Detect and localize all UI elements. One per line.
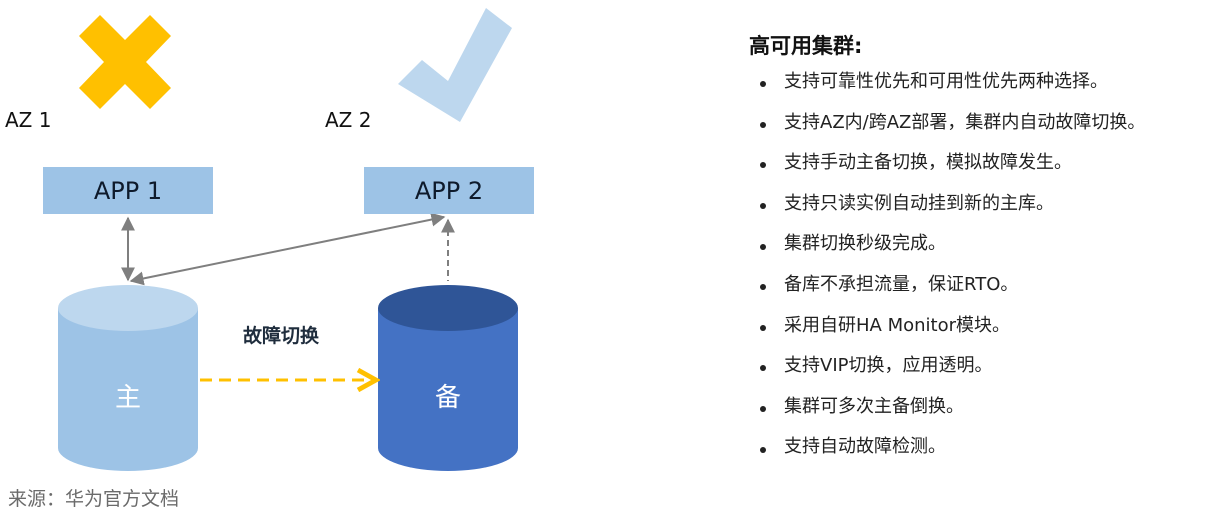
list-item: 支持手动主备切换，模拟故障发生。 (760, 143, 1145, 184)
bullet-icon (760, 243, 766, 250)
bullet-icon (760, 324, 766, 331)
bullet-icon (760, 203, 766, 210)
list-item: 集群切换秒级完成。 (760, 224, 1145, 265)
list-item-text: 支持AZ内/跨AZ部署，集群内自动故障切换。 (784, 111, 1146, 133)
standby-db-label: 备 (434, 383, 461, 413)
list-item: 支持可靠性优先和可用性优先两种选择。 (760, 62, 1145, 103)
app2-label: APP 2 (414, 176, 484, 205)
bullet-icon (760, 162, 766, 169)
list-item-text: 支持只读实例自动挂到新的主库。 (784, 192, 1054, 214)
list-item-text: 支持自动故障检测。 (784, 436, 946, 458)
az1-label: AZ 1 (5, 108, 52, 132)
list-item: 支持AZ内/跨AZ部署，集群内自动故障切换。 (760, 103, 1145, 144)
list-item-text: 支持VIP切换，应用透明。 (784, 355, 993, 377)
source-note: 来源：华为官方文档 (8, 488, 180, 510)
bullet-icon (760, 446, 766, 453)
standby-db-cylinder (378, 285, 518, 471)
app1-label: APP 1 (93, 176, 163, 205)
list-item: 支持VIP切换，应用透明。 (760, 346, 1145, 387)
primary-db-label: 主 (114, 383, 141, 413)
app1-box: APP 1 (43, 167, 213, 214)
failover-label: 故障切换 (243, 325, 320, 347)
panel-title: 高可用集群: (749, 34, 863, 58)
bullet-icon (760, 406, 766, 413)
list-item: 备库不承担流量，保证RTO。 (760, 265, 1145, 306)
cross-icon (79, 15, 171, 109)
check-icon (398, 8, 512, 122)
list-item: 集群可多次主备倒换。 (760, 387, 1145, 428)
list-item-text: 集群切换秒级完成。 (784, 233, 946, 255)
primary-app2-link (129, 212, 446, 286)
bullet-icon (760, 284, 766, 291)
list-item-text: 集群可多次主备倒换。 (784, 395, 964, 417)
az2-label: AZ 2 (325, 108, 372, 132)
primary-db-cylinder (58, 285, 198, 471)
list-item-text: 备库不承担流量，保证RTO。 (784, 273, 1019, 295)
list-item: 采用自研HA Monitor模块。 (760, 306, 1145, 347)
app2-box: APP 2 (364, 167, 534, 214)
list-item: 支持自动故障检测。 (760, 427, 1145, 468)
list-item-text: 支持手动主备切换，模拟故障发生。 (784, 152, 1072, 174)
feature-list: 支持可靠性优先和可用性优先两种选择。 支持AZ内/跨AZ部署，集群内自动故障切换… (760, 62, 1145, 468)
bullet-icon (760, 121, 766, 128)
list-item-text: 采用自研HA Monitor模块。 (784, 314, 1010, 336)
list-item: 支持只读实例自动挂到新的主库。 (760, 184, 1145, 225)
list-item-text: 支持可靠性优先和可用性优先两种选择。 (784, 71, 1108, 92)
bullet-icon (760, 365, 766, 372)
bullet-icon (760, 81, 766, 88)
